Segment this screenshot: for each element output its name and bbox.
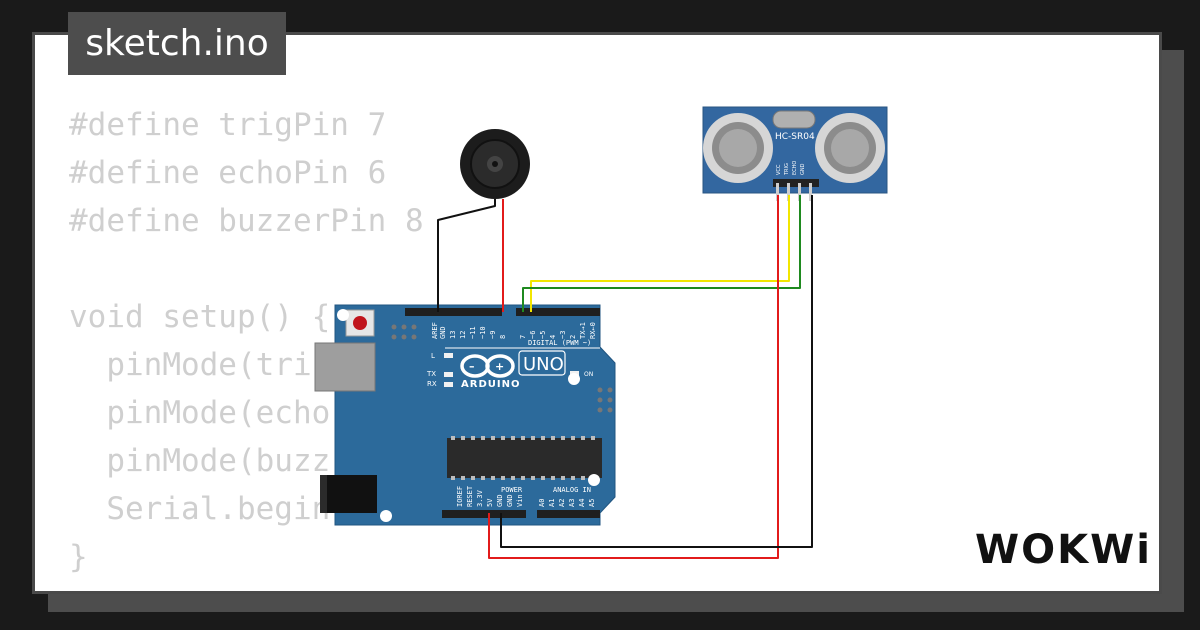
wire-sensor-gnd[interactable]: [500, 195, 813, 548]
code-line: pinMode(buzz: [69, 443, 331, 479]
pin-label: AREF: [431, 322, 439, 339]
usb-port: [314, 342, 376, 392]
pin-label: ~11: [469, 326, 477, 339]
code-line: pinMode(echo: [69, 395, 331, 431]
analog-header-label: ANALOG IN: [553, 486, 591, 494]
code-line: #define buzzerPin 8: [69, 203, 424, 239]
wokwi-logo: WOKWi: [975, 527, 1152, 573]
analog-header[interactable]: [537, 510, 600, 518]
led-l: [444, 353, 453, 358]
on-label: ON: [584, 371, 593, 378]
led-rx-label: RX: [427, 380, 437, 388]
pin-label: 12: [459, 331, 467, 339]
reset-button[interactable]: [345, 309, 375, 337]
code-line: pinMode(tri: [69, 347, 312, 383]
circuit-diagram: HC-SR04 VCC TRIG ECHO GND: [314, 106, 888, 559]
pin-label: 13: [449, 331, 457, 339]
pin-label: TX→1: [579, 322, 587, 339]
model-label: UNO: [523, 354, 564, 375]
sensor-pin-label: VCC: [776, 164, 782, 175]
code-line: void setup() {: [69, 299, 331, 335]
sensor-pin-label: GND: [800, 163, 806, 175]
code-line: #define trigPin 7: [69, 107, 387, 143]
wire-buzzer-gnd[interactable]: [437, 199, 496, 312]
microcontroller-chip: [447, 436, 602, 480]
sensor-pin-label: TRIG: [784, 163, 790, 176]
arduino-uno-board[interactable]: AREF GND 13 12 ~11 ~10 ~9 8 7 ~6 ~5 4 ~3…: [314, 304, 616, 526]
code-line: Serial.begin: [69, 491, 331, 527]
sensor-pin-label: ECHO: [792, 161, 798, 175]
pin-label: ~5: [539, 331, 547, 339]
digital-header-left[interactable]: [405, 308, 502, 316]
pin-label: 4: [549, 335, 557, 339]
arduino-logo-icon: [460, 354, 515, 378]
pin-label: A0: [538, 499, 546, 507]
led-tx: [444, 372, 453, 377]
wire-sensor-vcc[interactable]: [488, 195, 779, 559]
model-badge: [518, 350, 566, 376]
led-rx: [444, 382, 453, 387]
digital-header-right[interactable]: [516, 308, 600, 316]
pin-label: IOREF: [456, 486, 464, 507]
ultrasonic-sensor[interactable]: HC-SR04 VCC TRIG ECHO GND: [702, 106, 888, 201]
power-header[interactable]: [442, 510, 526, 518]
pin-label: A2: [558, 499, 566, 507]
pin-label: A1: [548, 499, 556, 507]
pin-label: RESET: [466, 485, 474, 507]
pin-label: ~6: [529, 331, 537, 339]
pin-label: A4: [578, 499, 586, 507]
pin-label: GND: [496, 494, 504, 507]
sensor-transducer-left: [703, 113, 773, 183]
pin-label: ~3: [559, 331, 567, 339]
sensor-pin-vcc[interactable]: [776, 183, 779, 201]
sensor-pin-echo[interactable]: [798, 183, 801, 201]
pin-label: 3.3V: [476, 489, 484, 507]
pin-label: GND: [439, 326, 447, 339]
digital-header-label: DIGITAL (PWM ~): [528, 339, 591, 347]
svg-text:+: +: [495, 360, 504, 373]
svg-text:–: –: [469, 360, 475, 373]
pin-label: A3: [568, 499, 576, 507]
pin-label: RX←0: [589, 322, 597, 339]
sensor-pin-gnd[interactable]: [809, 183, 812, 201]
pin-label: GND: [506, 494, 514, 507]
power-jack: [320, 475, 377, 513]
sensor-pin-trig[interactable]: [787, 183, 790, 201]
code-line: #define echoPin 6: [69, 155, 387, 191]
power-header-label: POWER: [501, 486, 523, 494]
diagram-card: #define trigPin 7 #define echoPin 6 #defin…: [32, 32, 1162, 594]
pin-label: A5: [588, 499, 596, 507]
wires: [437, 195, 813, 559]
pin-label: 5V: [486, 498, 494, 507]
pin-label: ~9: [489, 331, 497, 339]
pin-label: 8: [499, 335, 507, 339]
code-line: }: [69, 539, 88, 575]
sketch-title-tag: sketch.ino: [68, 12, 286, 75]
brand-label: ARDUINO: [461, 379, 520, 390]
led-tx-label: TX: [426, 370, 436, 378]
pin-label: Vin: [516, 494, 524, 507]
sensor-label: HC-SR04: [775, 132, 815, 142]
buzzer[interactable]: [460, 129, 530, 199]
led-l-label: L: [431, 352, 435, 360]
wire-sensor-echo[interactable]: [522, 195, 801, 312]
sensor-transducer-right: [815, 113, 885, 183]
pin-label: 7: [519, 335, 527, 339]
pin-label: ~10: [479, 326, 487, 339]
pin-label: 2: [569, 335, 577, 339]
code-preview: #define trigPin 7 #define echoPin 6 #defin…: [69, 101, 424, 581]
wire-sensor-trig[interactable]: [530, 195, 790, 312]
